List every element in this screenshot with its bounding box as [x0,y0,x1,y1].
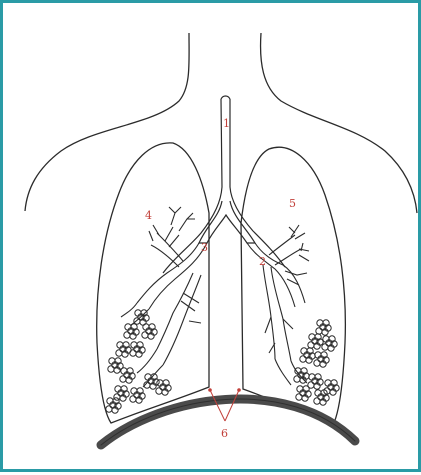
body-outline-right [261,33,417,213]
label-2: 2 [259,255,266,268]
body-outline-left [25,33,189,211]
label-3: 3 [201,241,208,254]
respiratory-system-diagram: 1 2 3 4 5 6 [3,3,421,475]
left-bronchial-tree [121,207,207,387]
diaphragm-marker-left [208,388,212,392]
right-alveoli [294,320,339,405]
right-lung [241,147,345,425]
label-5: 5 [289,197,296,210]
label-6: 6 [221,427,228,440]
right-bronchial-tree [247,225,309,385]
diaphragm-marker-right [237,388,241,392]
label-4: 4 [145,209,152,222]
label-1: 1 [223,117,230,130]
left-alveoli [106,310,171,413]
